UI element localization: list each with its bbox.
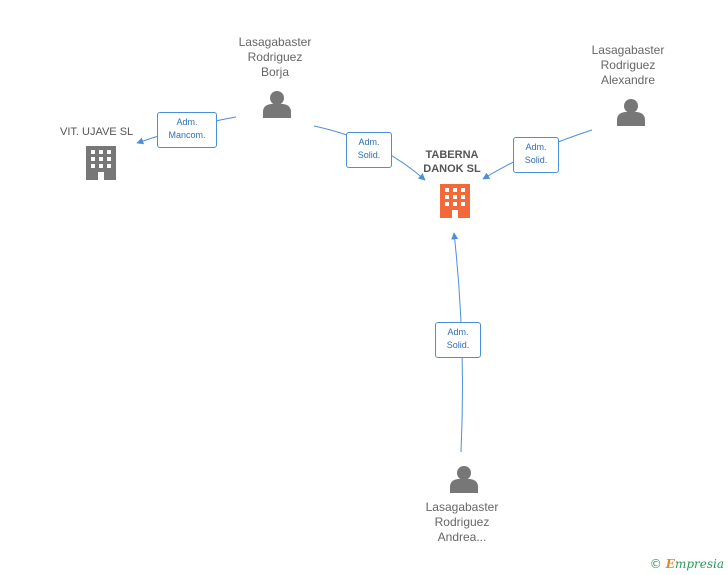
- role-line: Mancom.: [168, 130, 206, 140]
- person-icon: [263, 91, 291, 118]
- company-name-line: DANOK SL: [423, 163, 481, 175]
- company-label-taberna[interactable]: TABERNA DANOK SL: [418, 148, 486, 176]
- building-icon: [86, 146, 116, 180]
- person-icon: [450, 466, 478, 493]
- person-name-line: Rodriguez: [600, 58, 656, 72]
- person-icon: [617, 99, 645, 126]
- person-name-line: Rodriguez: [434, 515, 490, 529]
- role-line: Adm.: [525, 142, 547, 152]
- person-name-line: Andrea...: [437, 530, 487, 544]
- building-icon: [440, 184, 470, 218]
- person-label-alexandre[interactable]: Lasagabaster Rodriguez Alexandre: [578, 43, 678, 88]
- person-name-line: Lasagabaster: [425, 500, 499, 514]
- role-line: Adm.: [176, 117, 198, 127]
- person-label-borja[interactable]: Lasagabaster Rodriguez Borja: [225, 35, 325, 80]
- person-name-line: Lasagabaster: [238, 35, 312, 49]
- role-box-mancom[interactable]: Adm. Mancom.: [157, 112, 217, 148]
- person-name-line: Alexandre: [600, 73, 656, 87]
- role-line: Solid.: [446, 340, 470, 350]
- role-line: Adm.: [358, 137, 380, 147]
- brand-initial: E: [665, 557, 675, 571]
- empresia-logo: ©Empresia: [650, 557, 724, 571]
- role-line: Solid.: [524, 155, 548, 165]
- role-box-solid-andrea[interactable]: Adm. Solid.: [435, 322, 481, 358]
- copyright-symbol: ©: [649, 557, 662, 571]
- role-line: Solid.: [357, 150, 381, 160]
- person-name-line: Rodriguez: [247, 50, 303, 64]
- company-name-line: TABERNA: [425, 149, 479, 161]
- role-line: Adm.: [447, 327, 469, 337]
- person-label-andrea[interactable]: Lasagabaster Rodriguez Andrea...: [412, 500, 512, 545]
- person-name-line: Lasagabaster: [591, 43, 665, 57]
- role-box-solid-alexandre[interactable]: Adm. Solid.: [513, 137, 559, 173]
- role-box-solid-borja[interactable]: Adm. Solid.: [346, 132, 392, 168]
- person-name-line: Borja: [260, 65, 289, 79]
- brand-rest: mpresia: [674, 557, 724, 571]
- company-label-vit-ujave[interactable]: VIT. UJAVE SL: [60, 126, 134, 138]
